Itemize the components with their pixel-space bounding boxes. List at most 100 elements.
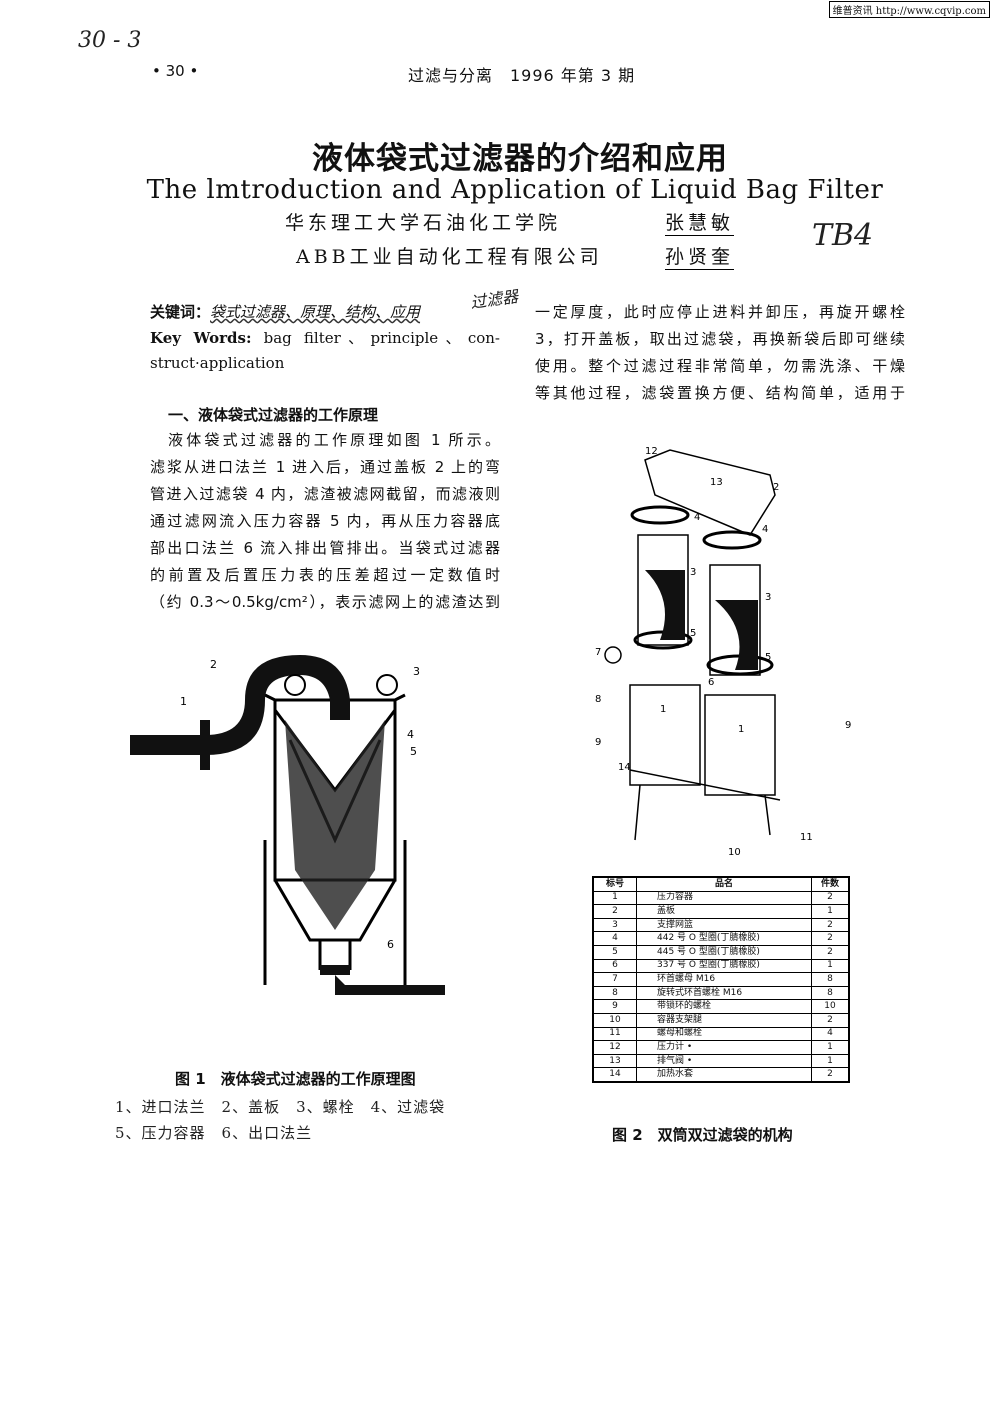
table-cell: 3 [592,917,637,933]
body-text-line: 等其他过程，滤袋置换方便、结构简单，适用于 [535,384,905,402]
fig2-label-11: 11 [800,832,813,843]
table-cell: 2 [592,904,637,919]
affiliation-1: 华东理工大学石油化工学院 [285,212,562,234]
body-text-line: （约 0.3～0.5kg/cm²），表示滤网上的滤渣达到 [150,593,500,611]
fig2-label-1b: 1 [738,724,744,735]
journal-header: 过滤与分离 1996 年第 3 期 [408,66,636,85]
table-cell: 1 [811,904,850,919]
table-cell: 8 [811,972,850,987]
table-cell: 8 [811,985,850,1001]
table-cell: 442 号 O 型圈(丁腈橡胶) [636,931,812,946]
body-text-line: 的前置及后置压力表的压差超过一定数值时 [150,566,500,584]
body-text-line: 部出口法兰 6 流入排出管排出。当袋式过滤器 [150,539,500,557]
fig2-label-14: 14 [618,762,631,773]
fig2-label-6: 6 [708,677,714,688]
affiliation-2: ABB工业自动化工程有限公司 [296,246,603,268]
keywords-en-label: Key Words: [150,329,252,347]
table-cell: 带锁环的螺栓 [636,999,812,1014]
fig1-label-1: 1 [180,695,187,708]
table-cell: 1 [811,958,850,974]
table-cell: 排气阀 • [636,1053,812,1069]
fig2-label-13: 13 [710,477,723,488]
table-cell: 2 [811,917,850,933]
table-cell: 4 [811,1026,850,1042]
keywords-en-line2: struct·application [150,354,285,372]
fig2-label-4a: 4 [694,512,700,523]
table-cell: 445 号 O 型圈(丁腈橡胶) [636,944,812,960]
figure-1-legend-line1: 1、进口法兰 2、盖板 3、螺栓 4、过滤袋 [115,1098,446,1116]
fig2-label-5a: 5 [690,628,696,639]
figure-2-diagram: 12 13 2 4 4 3 3 5 5 7 6 8 9 9 1 1 14 11 … [595,446,851,858]
table-cell: 13 [592,1053,637,1069]
body-text-line: 一定厚度，此时应停止进料并卸压，再旋开螺栓 [535,303,905,321]
table-cell: 5 [592,944,637,960]
table-cell: 2 [811,890,850,906]
table-cell: 加热水套 [636,1067,812,1083]
table-cell: 环首螺母 M16 [636,972,812,987]
fig1-label-3: 3 [413,665,420,678]
fig2-label-7: 7 [595,647,601,658]
body-text-line: 通过滤网流入压力容器 5 内，再从压力容器底 [150,512,500,530]
handwritten-classification: TB4 [812,218,874,253]
table-cell: 14 [592,1067,637,1083]
table-cell: 12 [592,1040,637,1055]
body-text-line: 滤浆从进口法兰 1 进入后，通过盖板 2 上的弯 [150,458,500,476]
fig1-label-6: 6 [387,938,394,951]
table-cell: 1 [811,1040,850,1055]
table-cell: 11 [592,1026,637,1042]
body-text-line: 使用。整个过滤过程非常简单，勿需洗涤、干燥 [535,357,905,375]
title-chinese: 液体袋式过滤器的介绍和应用 [312,141,728,177]
keywords-text: 袋式过滤器、原理、结构、应用 [210,303,421,321]
table-cell: 337 号 O 型圈(丁腈橡胶) [636,958,812,974]
table-cell: 2 [811,944,850,960]
fig2-label-8: 8 [595,694,601,705]
fig2-label-1a: 1 [660,704,666,715]
fig1-label-4: 4 [407,728,414,741]
table-cell: 压力容器 [636,890,812,906]
table-cell: 1 [592,890,637,906]
table-cell: 10 [811,999,850,1014]
table-cell: 1 [811,1053,850,1069]
page-number: • 30 • [152,62,199,80]
figure-1-diagram: 1 2 3 4 5 6 [130,655,445,995]
table-cell: 旋转式环首螺栓 M16 [636,985,812,1001]
fig2-label-4b: 4 [762,524,768,535]
table-cell: 盖板 [636,904,812,919]
table-cell: 7 [592,972,637,987]
source-stamp: 维普资讯 http://www.cqvip.com [828,1,990,18]
figure-1-legend-line2: 5、压力容器 6、出口法兰 [115,1124,313,1142]
table-header-cell: 标号 [592,876,637,892]
keywords-en-text: bag filter、principle、con- [263,329,500,347]
fig2-label-9a: 9 [845,720,851,731]
table-cell: 4 [592,931,637,946]
figure-1-caption: 图 1 液体袋式过滤器的工作原理图 [175,1070,416,1088]
fig1-label-2: 2 [210,658,217,671]
table-cell: 2 [811,1012,850,1028]
table-cell: 螺母和螺栓 [636,1026,812,1042]
fig2-label-2: 2 [773,482,779,493]
fig2-label-3b: 3 [765,592,771,603]
table-cell: 2 [811,931,850,946]
body-text-line: 液体袋式过滤器的工作原理如图 1 所示。 [168,431,500,449]
author-2: 孙贤奎 [665,242,735,270]
keywords-en: Key Words: bag filter、principle、con- [150,328,500,348]
table-cell: 8 [592,985,637,1001]
section-heading: 一、液体袋式过滤器的工作原理 [168,406,379,424]
table-cell: 10 [592,1012,637,1028]
table-cell: 9 [592,999,637,1014]
fig2-label-3a: 3 [690,567,696,578]
title-english: The lmtroduction and Application of Liqu… [146,175,884,205]
handwritten-page-note: 30 - 3 [78,28,142,53]
fig2-label-5b: 5 [765,652,771,663]
fig2-label-12: 12 [645,446,658,457]
